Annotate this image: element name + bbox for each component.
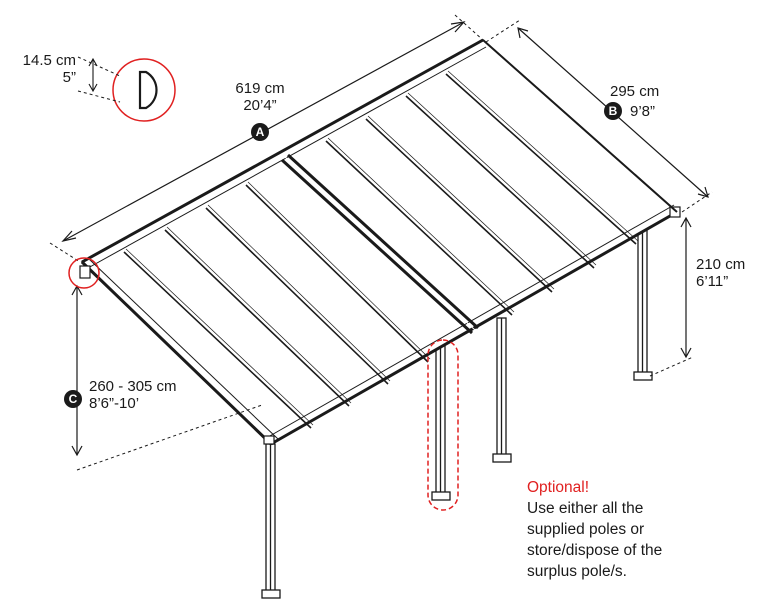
- gutter-metric: 14.5 cm: [22, 52, 76, 69]
- note-line: store/dispose of the: [527, 542, 663, 559]
- support-posts: [261, 227, 653, 599]
- length-badge: A: [251, 123, 269, 141]
- roof-center-beam: [280, 153, 480, 335]
- gutter-imperial: 5”: [62, 69, 76, 86]
- wall-height-label: 260 - 305 cm 8’6”-10’: [89, 378, 177, 412]
- post-front-left: [261, 443, 281, 599]
- roof: [79, 38, 681, 446]
- wall-height-metric: 260 - 305 cm: [89, 378, 177, 395]
- post-back-right: [633, 227, 653, 381]
- depth-imperial: 9’8”: [630, 103, 656, 120]
- length-metric: 619 cm: [235, 80, 285, 97]
- wall-height-badge: C: [64, 390, 82, 408]
- optional-note: Optional! Use either all the supplied po…: [527, 477, 662, 582]
- roof-panel-ribs: [123, 70, 639, 429]
- dimension-line-post-height: [649, 216, 694, 377]
- gutter-detail: [77, 56, 176, 122]
- optional-post-highlight: [427, 339, 459, 511]
- post-optional-middle: [431, 337, 451, 501]
- length-imperial: 20’4”: [243, 97, 277, 114]
- note-line: Use either all the: [527, 500, 644, 517]
- post-height-metric: 210 cm: [696, 256, 746, 273]
- note-title: Optional!: [527, 479, 590, 496]
- note-line: supplied poles or: [527, 521, 645, 538]
- wall-bracket-highlight: [68, 257, 100, 289]
- wall-height-imperial: 8’6”-10’: [89, 395, 140, 412]
- post-height-imperial: 6’11”: [696, 273, 729, 290]
- note-line: surplus pole/s.: [527, 563, 627, 580]
- gutter-size-label: 14.5 cm 5”: [10, 52, 76, 86]
- length-label: 619 cm 20’4”: [225, 80, 295, 114]
- depth-metric: 295 cm: [610, 83, 660, 100]
- post-height-label: 210 cm 6’11”: [696, 256, 745, 290]
- depth-badge: B: [604, 102, 622, 120]
- post-middle-right: [492, 317, 512, 463]
